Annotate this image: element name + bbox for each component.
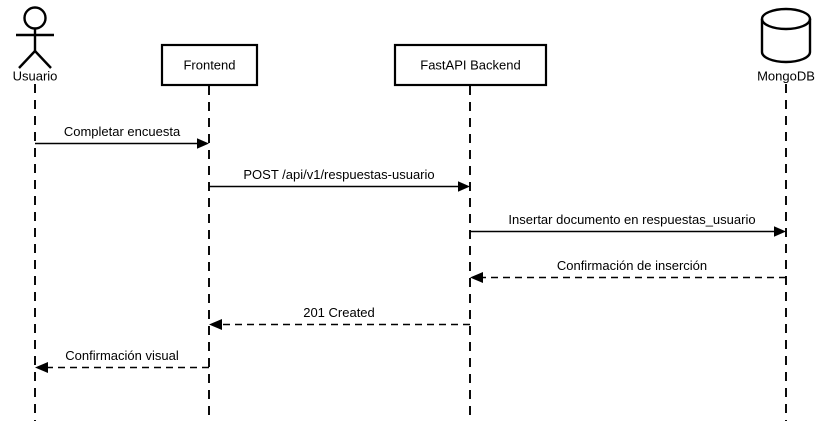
message-4-confirmacion-de-insercion[interactable]: Confirmación de inserción <box>470 258 786 283</box>
actor-leg-left <box>18 50 36 69</box>
actor-head <box>23 6 47 30</box>
cylinder-top <box>760 7 812 31</box>
message-1-completar-encuesta[interactable]: Completar encuesta <box>35 124 209 149</box>
lifelines-group <box>34 84 787 421</box>
participant-box-frontend <box>160 43 259 87</box>
message-3-insertar-documento[interactable]: Insertar documento en respuestas_usuario <box>470 212 786 237</box>
participant-label-backend: FastAPI Backend <box>420 57 520 72</box>
message-label-1: Completar encuesta <box>64 124 181 139</box>
arrow-head-6 <box>35 362 48 373</box>
arrow-head-5 <box>209 319 222 330</box>
arrow-head-2 <box>458 181 470 192</box>
participant-usuario[interactable]: Usuario <box>13 6 58 84</box>
participant-box-backend <box>393 43 548 87</box>
participant-label-usuario: Usuario <box>13 68 58 83</box>
message-label-3: Insertar documento en respuestas_usuario <box>508 212 755 227</box>
message-label-2: POST /api/v1/respuestas-usuario <box>243 167 434 182</box>
participant-frontend[interactable]: Frontend <box>160 43 259 87</box>
participant-label-frontend: Frontend <box>183 57 235 72</box>
participant-mongodb[interactable]: MongoDB <box>757 7 815 83</box>
actor-leg-right <box>34 50 52 69</box>
message-label-6: Confirmación visual <box>65 348 179 363</box>
message-2-post-respuestas-usuario[interactable]: POST /api/v1/respuestas-usuario <box>209 167 470 192</box>
arrow-head-1 <box>197 138 209 149</box>
actor-stick-figure-icon <box>16 6 54 69</box>
message-6-confirmacion-visual[interactable]: Confirmación visual <box>35 348 209 373</box>
message-label-4: Confirmación de inserción <box>557 258 707 273</box>
arrow-head-3 <box>774 226 786 237</box>
cylinder-body <box>760 19 812 64</box>
participant-label-mongodb: MongoDB <box>757 68 815 83</box>
database-cylinder-icon <box>760 7 812 64</box>
message-5-201-created[interactable]: 201 Created <box>209 305 470 330</box>
message-label-5: 201 Created <box>303 305 375 320</box>
participant-backend[interactable]: FastAPI Backend <box>393 43 548 87</box>
arrow-head-4 <box>470 272 483 283</box>
